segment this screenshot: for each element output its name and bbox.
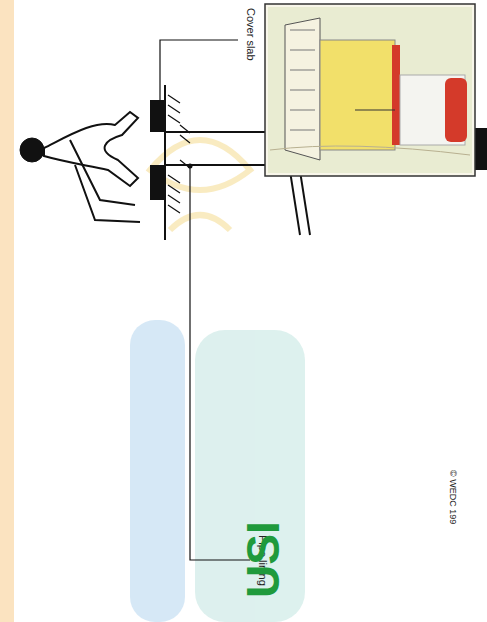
inset-picture: [265, 4, 475, 176]
ground-hatching: [165, 85, 190, 240]
watermark: USI: [240, 521, 286, 598]
cover-slab: [150, 165, 166, 200]
leader-dot: [188, 164, 193, 169]
leader-line: [160, 40, 250, 560]
part-label: Cover slab: [245, 8, 256, 61]
cover-slab: [150, 100, 166, 132]
person-figure: [20, 112, 140, 222]
watermark-logo: [130, 140, 305, 622]
copyright-note: © WEDC 199: [448, 470, 457, 524]
edge-strip: [0, 0, 14, 622]
